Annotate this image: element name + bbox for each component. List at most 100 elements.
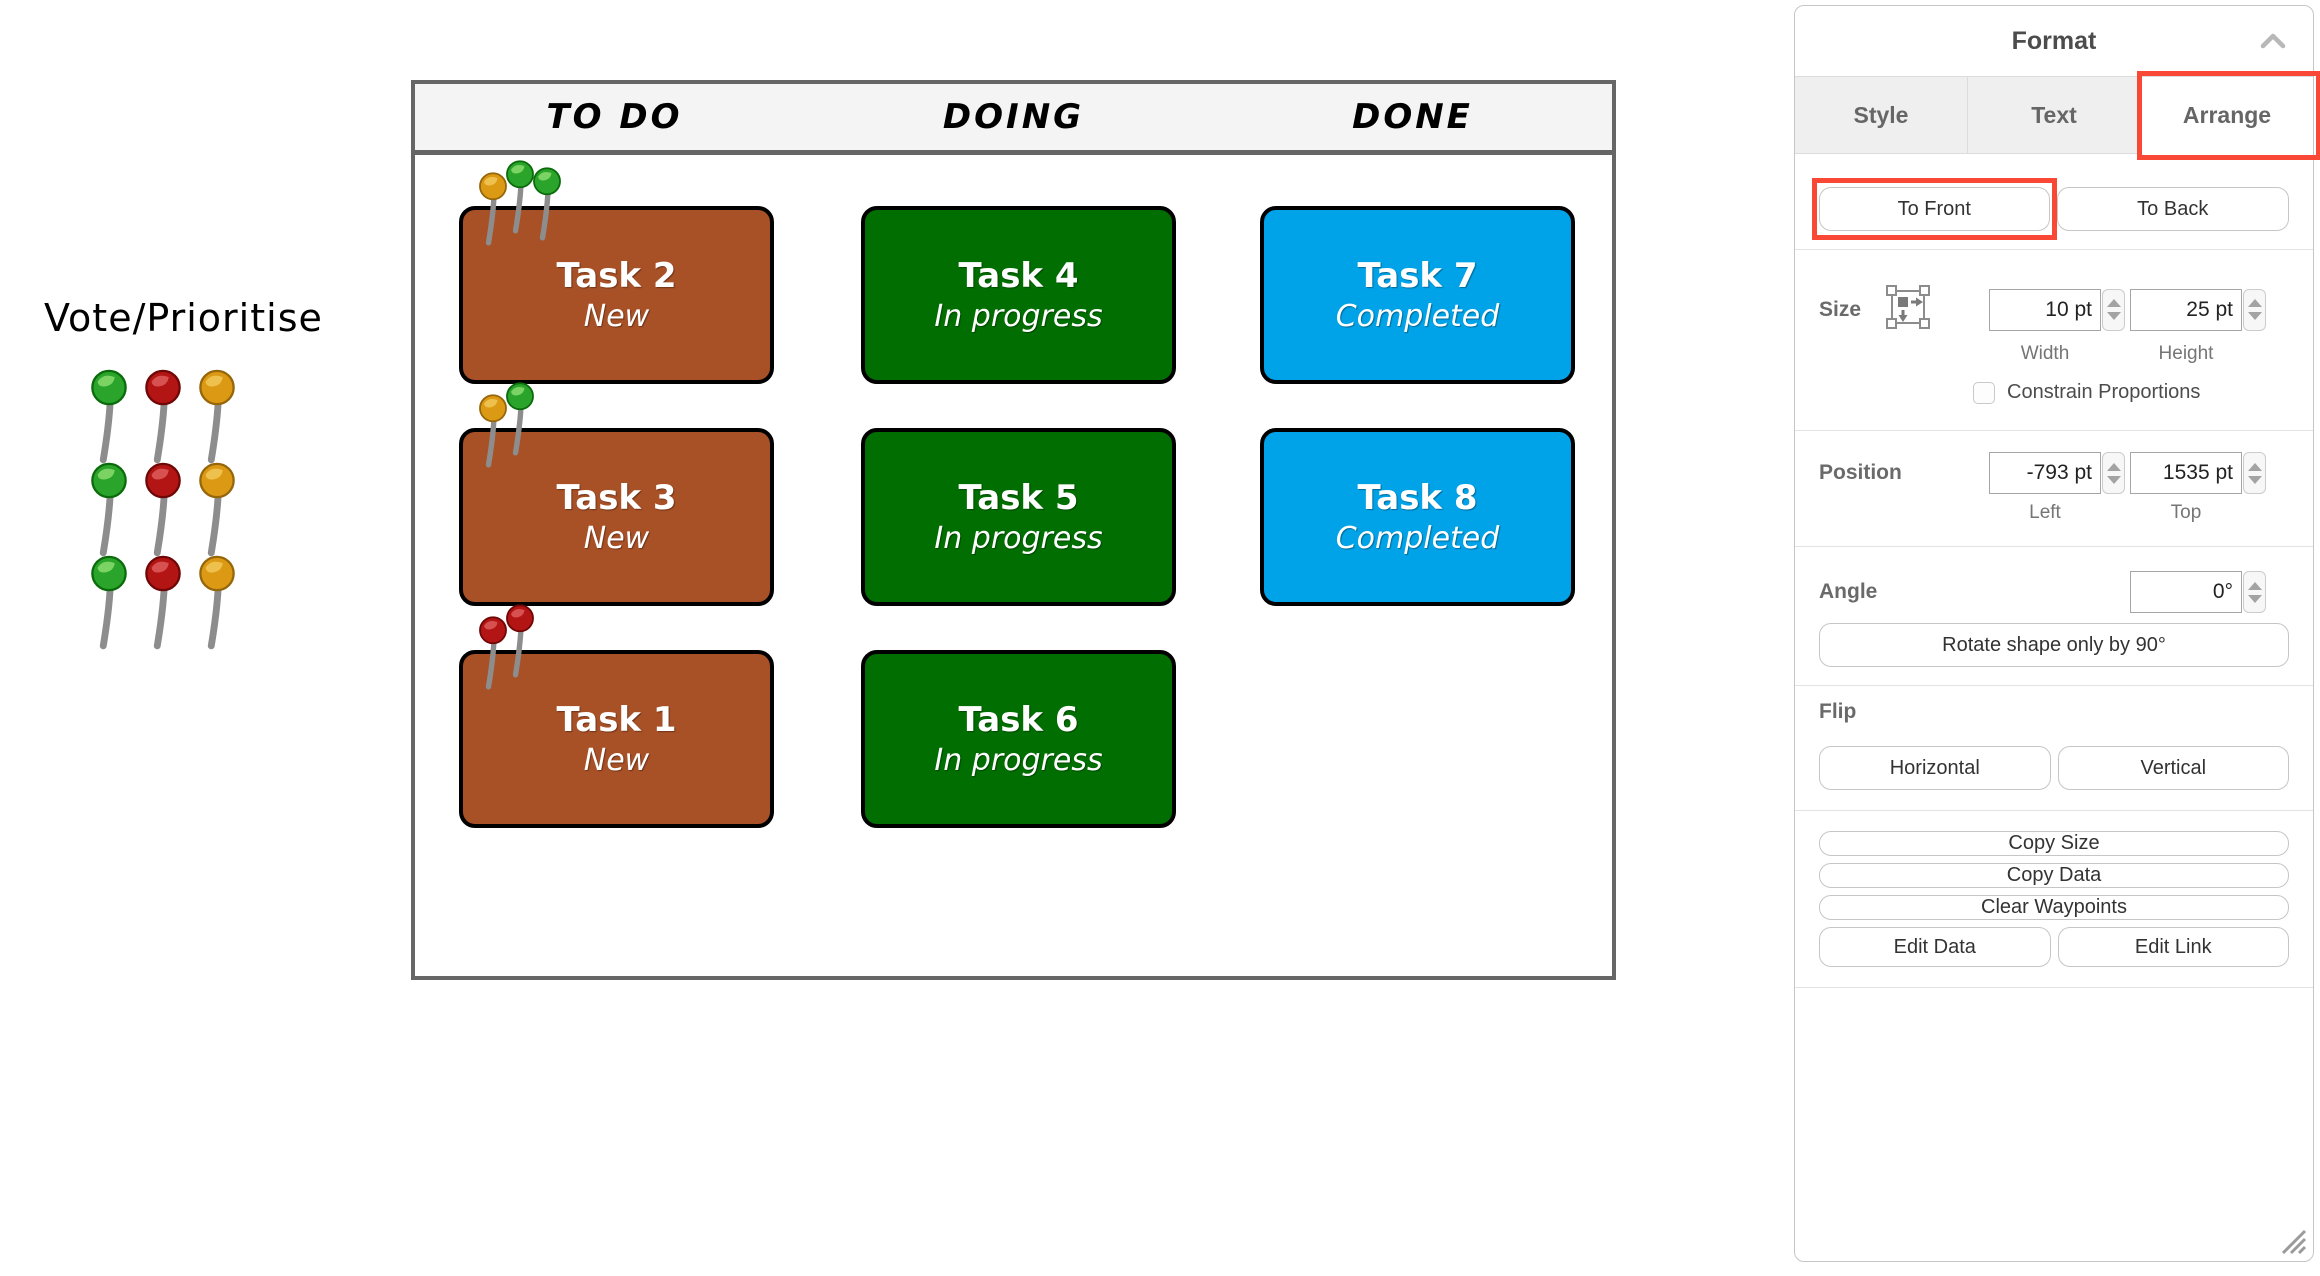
- angle-section-label: Angle: [1819, 580, 1878, 603]
- pin-icon-orange[interactable]: [475, 393, 511, 472]
- task-title: Task 3: [556, 478, 677, 518]
- pin-icon-green[interactable]: [502, 159, 538, 238]
- rotate-90-button[interactable]: Rotate shape only by 90°: [1819, 623, 2289, 667]
- width-label: Width: [2020, 343, 2070, 364]
- divider: [1795, 249, 2313, 250]
- edit-link-button[interactable]: Edit Link: [2057, 927, 2289, 967]
- task-card-task6[interactable]: Task 6 In progress: [861, 650, 1176, 828]
- pin-icon-orange[interactable]: [475, 171, 511, 250]
- format-panel: Format Style Text Arrange To Front To Ba…: [1794, 5, 2320, 1262]
- left-label: Left: [2029, 502, 2061, 523]
- position-left-input[interactable]: [1989, 452, 2101, 494]
- pin-icon-green[interactable]: [86, 554, 132, 655]
- format-tabs: Style Text Arrange: [1795, 71, 2320, 160]
- format-panel-title: Format: [2011, 26, 2097, 55]
- task-status: Completed: [1335, 520, 1500, 556]
- autosize-icon[interactable]: [1885, 284, 1989, 335]
- pin-icon-green[interactable]: [86, 368, 132, 469]
- height-input[interactable]: [2130, 288, 2242, 331]
- task-card-task3[interactable]: Task 3 New: [459, 382, 774, 606]
- divider: [1795, 810, 2313, 811]
- task-status: New: [583, 298, 650, 334]
- pin-icon-red[interactable]: [140, 461, 186, 562]
- arrange-tab-content: To Front To Back Size: [1795, 178, 2313, 988]
- height-stepper[interactable]: [2243, 288, 2266, 331]
- column-header-todo[interactable]: TO DO: [546, 97, 683, 137]
- task-card-task2[interactable]: Task 2 New: [459, 160, 774, 384]
- task-status: In progress: [934, 742, 1103, 778]
- divider: [1795, 685, 2313, 686]
- height-label: Height: [2158, 343, 2214, 364]
- flip-horizontal-button[interactable]: Horizontal: [1819, 746, 2051, 790]
- task-card-task4[interactable]: Task 4 In progress: [861, 206, 1176, 384]
- tab-text[interactable]: Text: [1968, 77, 2141, 153]
- position-left-stepper[interactable]: [2102, 452, 2125, 494]
- task-status: Completed: [1335, 298, 1500, 334]
- task-status: In progress: [934, 298, 1103, 334]
- width-stepper[interactable]: [2102, 288, 2125, 331]
- angle-input[interactable]: [2130, 571, 2242, 613]
- card-pins[interactable]: [475, 160, 561, 246]
- board-header: TO DO DOING DONE: [415, 84, 1612, 155]
- to-front-button[interactable]: To Front: [1819, 187, 2050, 231]
- column-header-done[interactable]: DONE: [1352, 97, 1473, 137]
- task-status: New: [583, 520, 650, 556]
- pin-icon-red[interactable]: [140, 368, 186, 469]
- flip-vertical-button[interactable]: Vertical: [2057, 746, 2289, 790]
- tab-style[interactable]: Style: [1795, 77, 1968, 153]
- panel-resize-handle[interactable]: [2273, 1223, 2307, 1255]
- flip-section-label: Flip: [1819, 700, 1857, 723]
- chevron-up-icon[interactable]: [2259, 32, 2287, 50]
- constrain-proportions-label: Constrain Proportions: [2007, 381, 2201, 403]
- task-card-task7[interactable]: Task 7 Completed: [1260, 206, 1575, 384]
- pin-icon-orange[interactable]: [194, 368, 240, 469]
- card-pins[interactable]: [475, 382, 534, 468]
- column-header-doing[interactable]: DOING: [942, 97, 1085, 137]
- pin-icon-green[interactable]: [529, 166, 565, 245]
- task-title: Task 5: [958, 478, 1079, 518]
- copy-size-button[interactable]: Copy Size: [1819, 831, 2289, 856]
- constrain-proportions-checkbox[interactable]: [1973, 381, 1995, 404]
- task-title: Task 4: [958, 256, 1079, 296]
- to-back-button[interactable]: To Back: [2056, 187, 2289, 231]
- angle-stepper[interactable]: [2243, 571, 2266, 613]
- tab-style-label: Style: [1853, 101, 1909, 128]
- width-input[interactable]: [1989, 288, 2101, 331]
- task-title: Task 6: [958, 700, 1079, 740]
- task-card-task5[interactable]: Task 5 In progress: [861, 428, 1176, 606]
- pin-icon-red[interactable]: [140, 554, 186, 655]
- vote-prioritise-label[interactable]: Vote/Prioritise: [44, 296, 323, 340]
- position-top-stepper[interactable]: [2243, 452, 2266, 494]
- tab-arrange[interactable]: Arrange: [2137, 71, 2320, 160]
- pin-icon-green[interactable]: [86, 461, 132, 562]
- pin-icon-orange[interactable]: [194, 461, 240, 562]
- task-status: In progress: [934, 520, 1103, 556]
- pin-icon-green[interactable]: [502, 381, 538, 460]
- pin-icon-orange[interactable]: [194, 554, 240, 655]
- size-section-label: Size: [1819, 297, 1862, 321]
- vote-pins-cluster[interactable]: [86, 368, 248, 650]
- card-pins[interactable]: [475, 604, 534, 690]
- divider: [1795, 987, 2313, 988]
- top-label: Top: [2170, 502, 2202, 523]
- clear-waypoints-button[interactable]: Clear Waypoints: [1819, 895, 2289, 920]
- kanban-board[interactable]: TO DO DOING DONE Task 2 New Task 4 In pr…: [411, 80, 1616, 980]
- divider: [1795, 546, 2313, 547]
- divider: [1795, 430, 2313, 431]
- tab-arrange-label: Arrange: [2182, 101, 2272, 128]
- edit-data-button[interactable]: Edit Data: [1819, 927, 2051, 967]
- task-status: New: [583, 742, 650, 778]
- pin-icon-red[interactable]: [502, 603, 538, 682]
- task-card-task8[interactable]: Task 8 Completed: [1260, 428, 1575, 606]
- format-panel-header: Format: [1795, 6, 2313, 76]
- copy-data-button[interactable]: Copy Data: [1819, 863, 2289, 888]
- task-title: Task 2: [556, 256, 677, 296]
- tab-text-label: Text: [2031, 101, 2077, 128]
- pin-icon-red[interactable]: [475, 615, 511, 694]
- task-title: Task 8: [1357, 478, 1478, 518]
- task-card-task1[interactable]: Task 1 New: [459, 604, 774, 828]
- task-title: Task 7: [1357, 256, 1478, 296]
- task-title: Task 1: [556, 700, 677, 740]
- position-top-input[interactable]: [2130, 452, 2242, 494]
